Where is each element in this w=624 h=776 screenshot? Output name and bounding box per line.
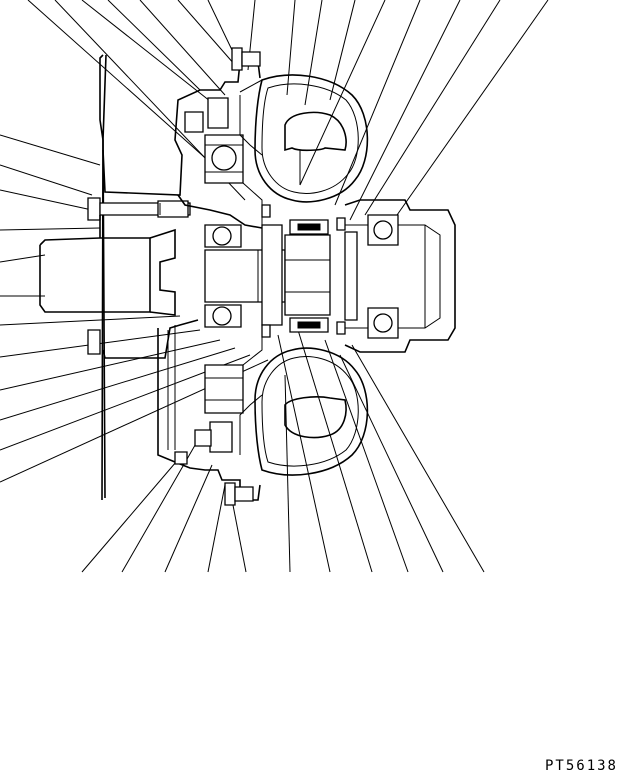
cover-bolt-top bbox=[232, 48, 260, 70]
flex-plate bbox=[100, 55, 106, 500]
leader-lines-bottom bbox=[82, 330, 484, 572]
stator-clutch bbox=[290, 220, 328, 332]
torus-upper bbox=[240, 75, 367, 202]
pump-gear-upper bbox=[185, 98, 243, 183]
output-flange bbox=[345, 200, 455, 352]
mounting-bolt-upper bbox=[88, 198, 190, 220]
input-hub bbox=[40, 215, 175, 315]
center-bearing bbox=[205, 225, 241, 327]
figure-code: PT56138 bbox=[544, 758, 618, 774]
output-bearings bbox=[368, 215, 398, 338]
leader-lines-top bbox=[28, 0, 548, 225]
pump-gear-lower bbox=[195, 365, 243, 452]
mounting-bolt-lower bbox=[88, 330, 100, 354]
center-shaft bbox=[205, 225, 330, 325]
housing-details bbox=[168, 95, 262, 455]
torus-lower bbox=[255, 348, 367, 475]
cover-bolt-bottom bbox=[175, 452, 253, 505]
